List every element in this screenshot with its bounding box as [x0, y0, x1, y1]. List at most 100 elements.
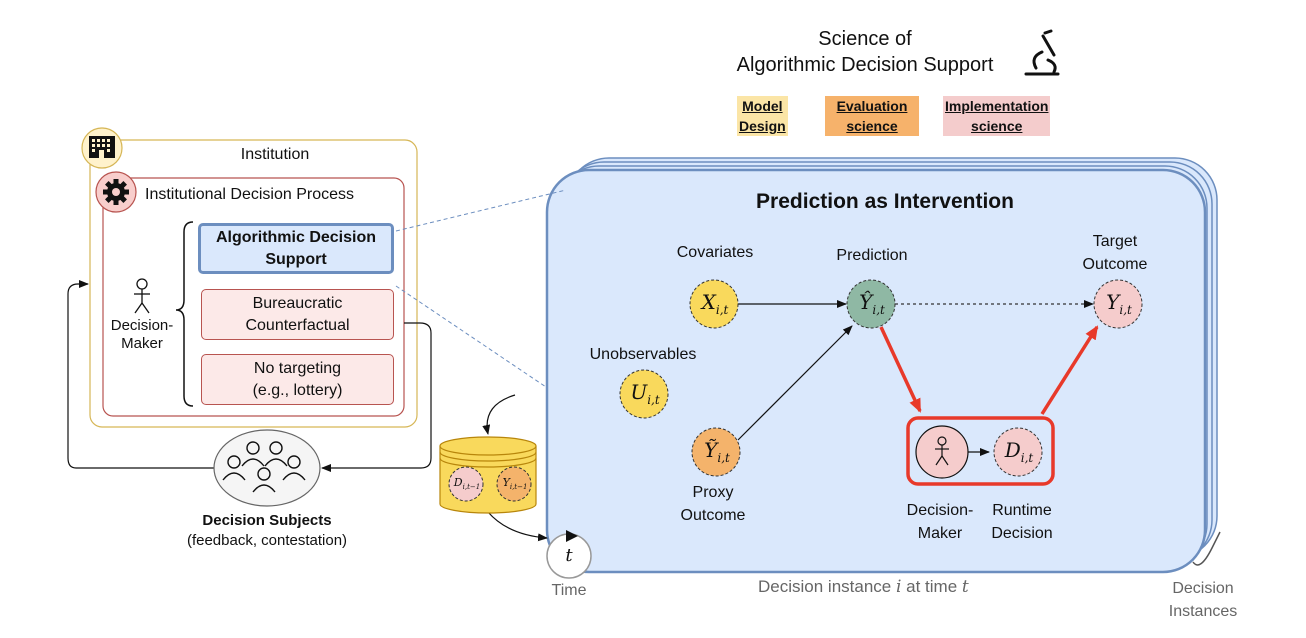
label-decision-maker-line2: Maker: [917, 525, 963, 542]
symbol-proxy-sub: i,t: [717, 451, 730, 465]
label-covariates: Covariates: [676, 244, 754, 261]
arrow-to-database: [482, 394, 516, 435]
option-ads-line1: Algorithmic Decision: [215, 228, 377, 246]
symbol-decision-sub: i,t: [1020, 451, 1034, 465]
symbol-prediction-sub: i,t: [872, 303, 885, 317]
label-proxy-line1: Proxy: [692, 484, 734, 501]
database-item-y: Yi,t−1: [497, 476, 533, 491]
time-pointer: [566, 530, 578, 542]
stack-label-line1: Decision: [1172, 580, 1234, 597]
option-ads-line2: Support: [265, 250, 327, 268]
discipline-evaluation-line1: Evaluation: [836, 98, 908, 114]
arrow-to-time: [487, 511, 548, 542]
option-no-targeting: No targeting (e.g., lottery): [201, 354, 394, 405]
subjects-subtitle: (feedback, contestation): [186, 532, 348, 549]
edge-prediction-decision-red: [879, 326, 922, 413]
loop-left: [67, 280, 214, 469]
symbol-proxy-letter: Ỹ: [704, 438, 718, 462]
process-box: [102, 177, 405, 417]
header-title-line2: Algorithmic Decision Support: [736, 54, 994, 76]
stack-label-line2: Instances: [1168, 603, 1238, 620]
option-bureaucratic-line2: Counterfactual: [245, 316, 350, 334]
decision-maker-label-line2: Maker: [121, 335, 163, 352]
footer-t: t: [961, 577, 969, 597]
database-item-y-symbol: Y: [502, 476, 510, 489]
stack-bracket: [1192, 531, 1221, 566]
discipline-evaluation-line2: science: [846, 118, 898, 134]
microscope-icon: [1024, 29, 1060, 76]
discipline-evaluation: Evaluation science: [825, 96, 919, 136]
institution-title: Institution: [240, 146, 310, 163]
label-target-line1: Target: [1092, 233, 1138, 250]
subjects-ellipse: [213, 429, 321, 507]
symbol-prediction-letter: Ŷ: [859, 290, 873, 314]
label-decision-line2: Decision: [991, 525, 1053, 542]
footer-mid: at time: [901, 577, 962, 596]
discipline-implementation-line2: science: [971, 118, 1023, 134]
option-bureaucratic-line1: Bureaucratic: [252, 294, 343, 312]
decision-highlight-box: [906, 416, 1055, 486]
process-title: Institutional Decision Process: [145, 186, 354, 203]
symbol-covariates: Xi,t: [690, 290, 740, 317]
label-target-line2: Outcome: [1082, 256, 1148, 273]
header-title-line1: Science of: [818, 28, 912, 50]
database-cylinder: [439, 436, 537, 514]
node-prediction: [846, 279, 896, 329]
symbol-covariates-letter: X: [701, 290, 716, 314]
label-unobservables: Unobservables: [589, 346, 697, 363]
label-decision-line1: Runtime: [992, 502, 1052, 519]
symbol-unobservables: Ui,t: [620, 380, 670, 407]
label-proxy-line2: Outcome: [680, 507, 746, 524]
symbol-target-letter: Y: [1106, 290, 1120, 314]
symbol-proxy: Ỹi,t: [692, 438, 742, 465]
option-no-targeting-line2: (e.g., lottery): [252, 381, 343, 399]
node-covariates: [689, 279, 739, 329]
database-item-y-sub: i,t−1: [509, 483, 528, 492]
discipline-model-line1: Model: [742, 98, 783, 114]
symbol-unobservables-letter: U: [630, 380, 648, 404]
building-icon: [89, 136, 115, 158]
symbol-decision: Di,t: [994, 438, 1044, 465]
symbol-target: Yi,t: [1094, 290, 1144, 317]
zoom-line-bottom: [395, 285, 547, 388]
panel-footer: Decision instance i at time t: [758, 577, 969, 597]
database-item-d-symbol: D: [453, 476, 463, 489]
symbol-unobservables-sub: i,t: [647, 393, 660, 407]
database-item-d-sub: i,t−1: [462, 483, 481, 492]
discipline-implementation-line1: Implementation: [945, 98, 1049, 114]
node-unobservables: [619, 369, 669, 419]
database-item-d: Di,t−1: [449, 476, 485, 491]
label-prediction: Prediction: [836, 247, 908, 264]
symbol-decision-letter: D: [1004, 438, 1021, 462]
zoom-line-top: [395, 189, 567, 232]
node-proxy: [691, 427, 741, 477]
decision-maker-figure: [134, 278, 150, 314]
symbol-covariates-sub: i,t: [715, 303, 729, 317]
subjects-title: Decision Subjects: [202, 512, 332, 529]
node-target: [1093, 279, 1143, 329]
discipline-implementation: Implementation science: [943, 96, 1051, 136]
gear-icon: [103, 179, 129, 205]
symbol-target-sub: i,t: [1119, 303, 1132, 317]
edge-proxy-prediction: [737, 325, 853, 441]
discipline-model-design: Model Design: [737, 96, 788, 136]
node-decision: [993, 427, 1043, 477]
loop-right: [321, 322, 432, 472]
institution-box: [89, 139, 418, 428]
options-brace: [175, 221, 194, 407]
label-decision-maker-line1: Decision-: [906, 502, 974, 519]
panel-decision-maker-figure: [935, 436, 949, 466]
panel-title: Prediction as Intervention: [756, 190, 1014, 213]
edge-decision-target-red: [1040, 325, 1099, 415]
footer-prefix: Decision instance: [758, 577, 896, 596]
people-group-icon: [222, 441, 306, 493]
option-no-targeting-line1: No targeting: [253, 359, 342, 377]
footer-i: i: [895, 577, 902, 597]
discipline-model-line2: Design: [739, 118, 786, 134]
time-symbol: t: [565, 545, 573, 566]
time-label: Time: [551, 582, 587, 599]
decision-maker-label-line1: Decision-: [110, 317, 174, 334]
